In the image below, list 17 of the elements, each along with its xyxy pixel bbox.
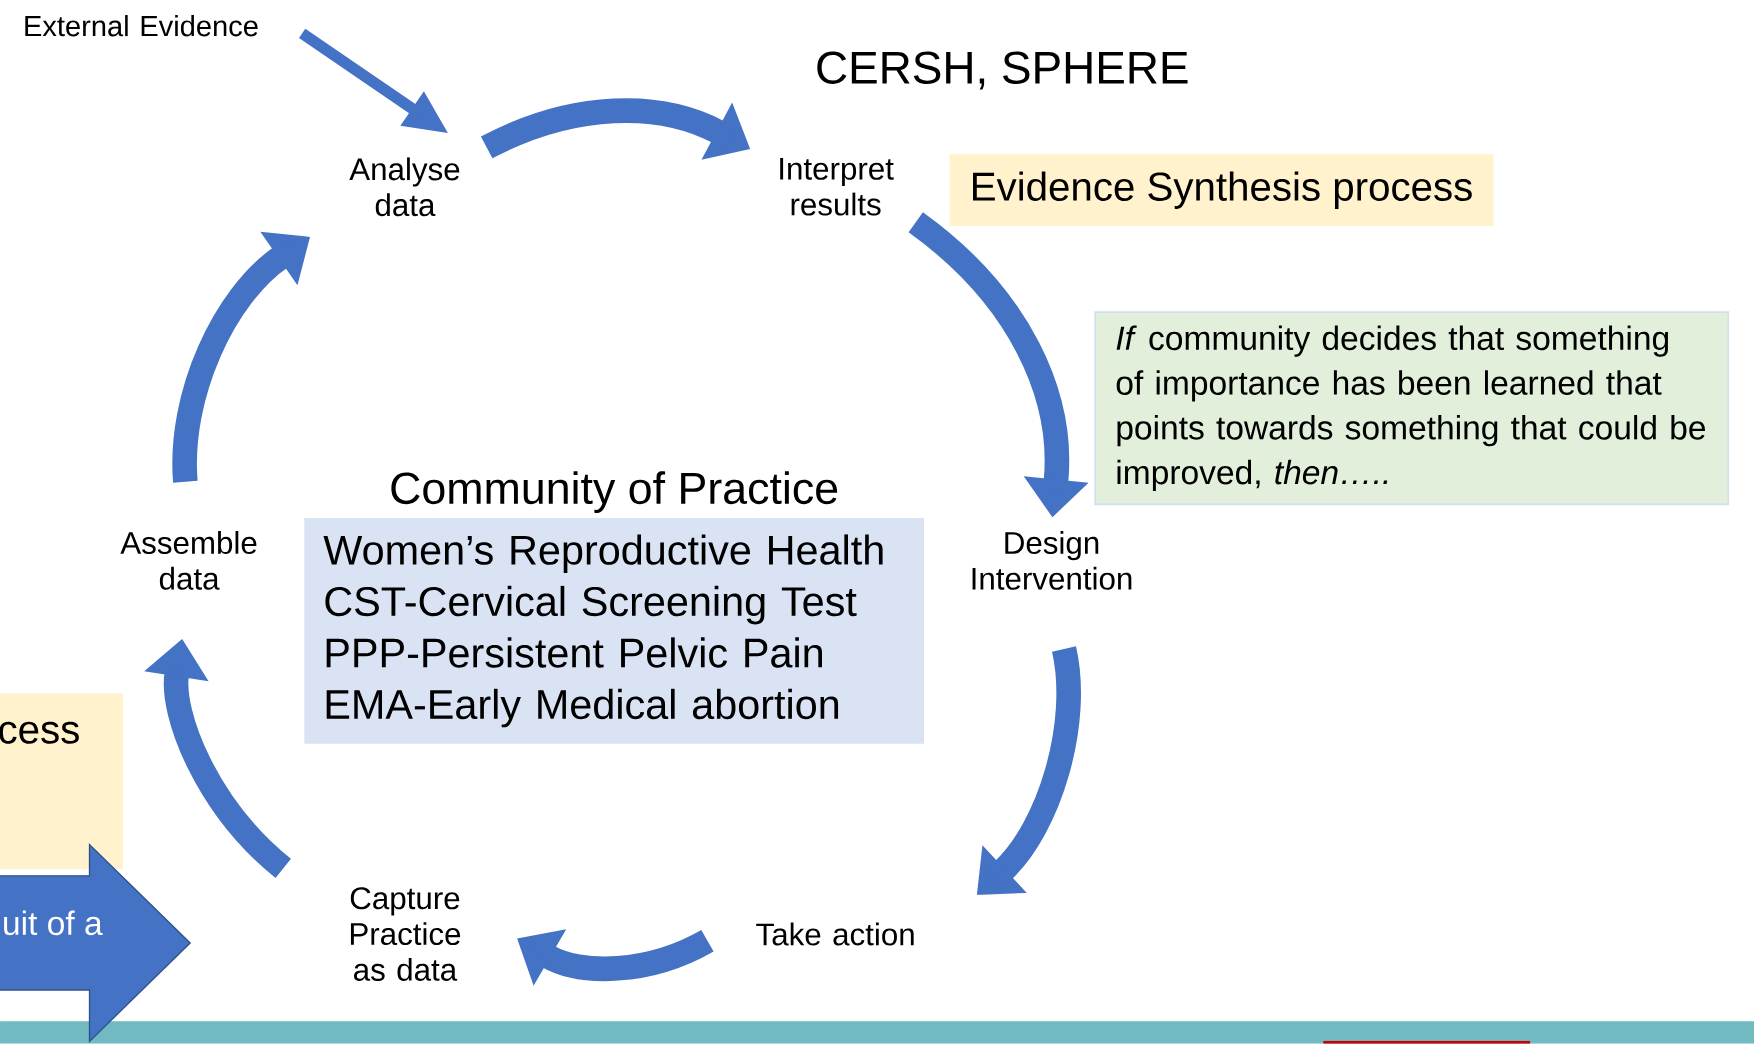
step-label: Take action xyxy=(756,922,914,946)
list-item: PPP-Persistent Pelvic Pain xyxy=(326,637,822,668)
source-label: External Evidence xyxy=(25,15,258,37)
step-label: Design Intervention xyxy=(972,531,1132,590)
heading: Community of Practice xyxy=(391,471,838,514)
note-box: If community decides that something of importance has been learned that points towards something that could be improved, then….. xyxy=(1094,311,1730,506)
list-item: CST-Cervical Screening Test xyxy=(325,586,857,625)
step-label: Interpret results xyxy=(780,158,894,216)
title: CERSH, SPHERE xyxy=(817,51,1188,90)
step-label: Capture Practice as data xyxy=(350,887,461,982)
step-label: Analyse data xyxy=(349,157,460,217)
step-label: Assemble data xyxy=(120,531,257,590)
list-item: Women’s Reproductive Health xyxy=(323,534,883,574)
list-item: EMA-Early Medical abortion xyxy=(326,688,839,728)
highlight-box: cess xyxy=(0,693,124,870)
highlight-box: Evidence Synthesis process xyxy=(949,154,1494,227)
topic-box xyxy=(304,471,924,745)
